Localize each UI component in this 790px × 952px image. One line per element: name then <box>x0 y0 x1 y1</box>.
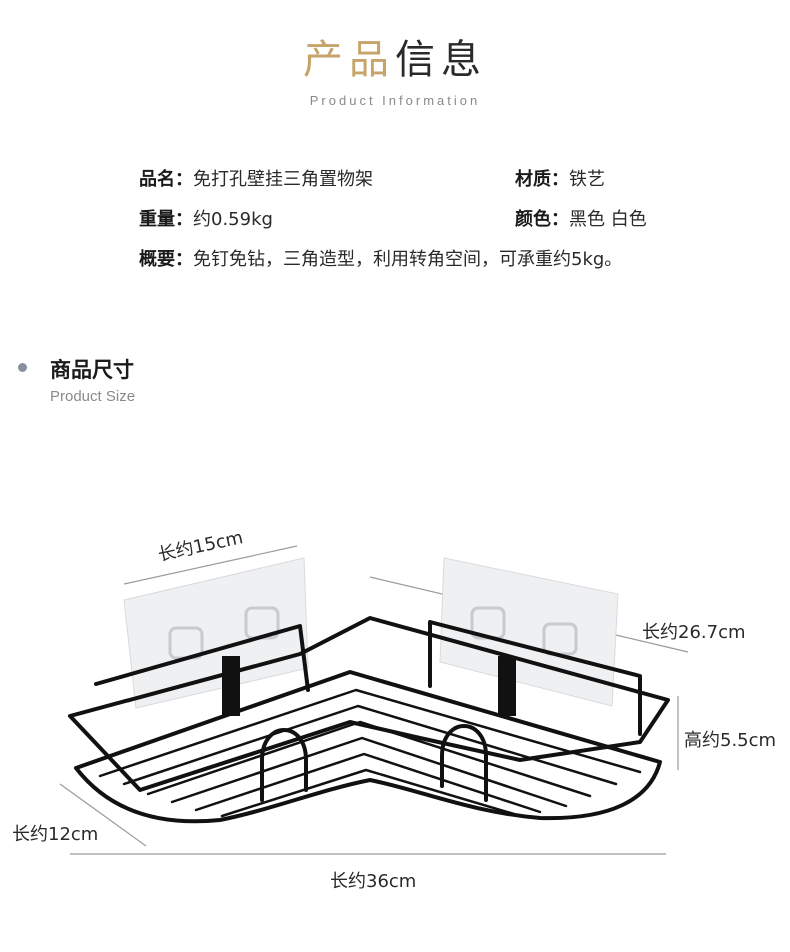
page-title: 产品信息 <box>0 32 790 88</box>
dim-total-width: 长约36cm <box>330 871 417 892</box>
dim-height: 高约5.5cm <box>684 730 777 751</box>
info-material: 材质：铁艺 <box>515 168 605 192</box>
title-part-2: 信息 <box>395 37 487 83</box>
info-name-label: 品名： <box>139 169 193 190</box>
info-name: 品名：免打孔壁挂三角置物架 <box>139 168 373 192</box>
info-material-label: 材质： <box>515 169 569 190</box>
info-summary: 概要：免钉免钻，三角造型，利用转角空间，可承重约5kg。 <box>139 248 622 272</box>
dim-right-side: 长约26.7cm <box>642 622 746 643</box>
info-material-value: 铁艺 <box>569 169 605 190</box>
info-summary-label: 概要： <box>139 249 193 270</box>
size-section-title: 商品尺寸 <box>50 358 134 382</box>
info-weight: 重量：约0.59kg <box>139 208 273 232</box>
info-color: 颜色：黑色 白色 <box>515 208 647 232</box>
info-color-value: 黑色 白色 <box>569 209 647 230</box>
info-name-value: 免打孔壁挂三角置物架 <box>193 169 373 190</box>
dim-left-side: 长约12cm <box>12 824 99 845</box>
info-summary-value: 免钉免钻，三角造型，利用转角空间，可承重约5kg。 <box>193 249 623 270</box>
size-section-subtitle: Product Size <box>50 388 136 405</box>
dim-line-left-side <box>59 783 147 847</box>
dim-line-plate-width <box>123 545 298 585</box>
corner-shelf-rack-icon <box>68 616 670 824</box>
page-subtitle: Product Information <box>309 93 481 108</box>
title-part-1: 产品 <box>303 37 395 83</box>
info-weight-value: 约0.59kg <box>193 209 273 230</box>
info-weight-label: 重量： <box>139 209 193 230</box>
section-bullet-icon <box>18 363 27 372</box>
info-color-label: 颜色： <box>515 209 569 230</box>
